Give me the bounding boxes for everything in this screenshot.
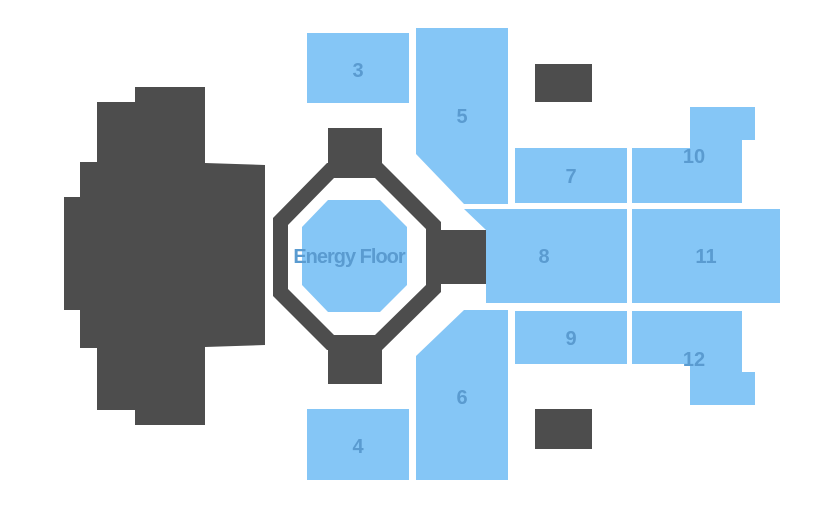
- section-9[interactable]: [515, 311, 627, 364]
- pillar-top: [328, 128, 382, 172]
- stage: [64, 87, 265, 425]
- section-12[interactable]: [632, 311, 755, 405]
- energy-floor[interactable]: [302, 200, 407, 312]
- section-6[interactable]: [416, 310, 508, 480]
- section-5[interactable]: [416, 28, 508, 204]
- pillar-bottom: [328, 343, 382, 384]
- pillar-right: [436, 230, 486, 284]
- block-bottom-right: [535, 409, 592, 449]
- section-3[interactable]: [307, 33, 409, 103]
- section-4[interactable]: [307, 409, 409, 480]
- section-10[interactable]: [632, 107, 755, 203]
- section-8[interactable]: [464, 209, 627, 303]
- section-7[interactable]: [515, 148, 627, 203]
- section-11[interactable]: [632, 209, 780, 303]
- block-top-right: [535, 64, 592, 102]
